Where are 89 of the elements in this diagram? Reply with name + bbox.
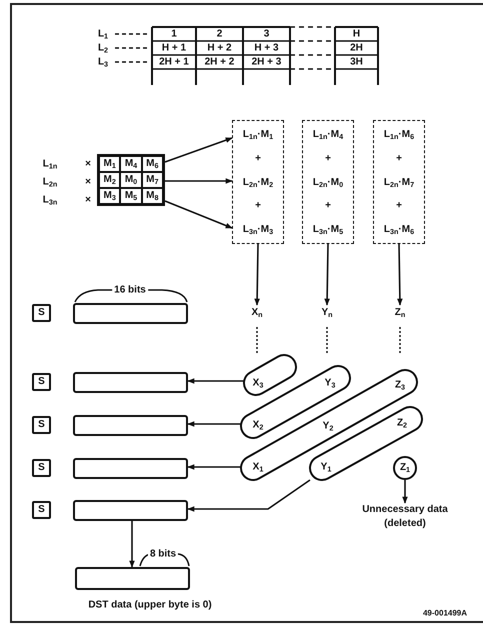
sign-box: S <box>32 501 51 519</box>
line-label: L$_{2}$ <box>98 42 108 54</box>
plus-sign: + <box>325 200 331 212</box>
data-label: X$_{1}$ <box>252 461 264 473</box>
output-label: X$_{n}$ <box>247 305 267 321</box>
register-box <box>73 500 188 521</box>
plus-sign: + <box>255 152 261 164</box>
table-value: H + 2 <box>207 42 232 54</box>
matrix-entry: M$_{3}$ <box>99 188 120 204</box>
table-value: H <box>352 28 360 40</box>
sign-box: S <box>32 459 51 477</box>
register-box <box>73 303 188 324</box>
data-label: Z$_{3}$ <box>394 379 406 391</box>
product-term: L$_{2n}$·M$_{2}$ <box>242 176 274 188</box>
arrow <box>187 378 244 384</box>
multiply-sign: × <box>85 194 91 206</box>
matrix-entry: M$_{4}$ <box>120 156 142 172</box>
sign-box: S <box>32 373 51 391</box>
data-label: X$_{2}$ <box>252 419 264 431</box>
plus-sign: + <box>255 200 261 212</box>
line-label: L$_{3n}$ <box>42 194 58 206</box>
figure-number: 49-001499A <box>422 608 468 618</box>
register-box <box>73 415 188 436</box>
arrow <box>129 521 135 568</box>
arrow <box>402 480 408 504</box>
arrow <box>187 421 241 427</box>
sign-box: S <box>32 416 51 434</box>
table-value: H + 3 <box>254 42 279 54</box>
line-label: L$_{3}$ <box>98 56 108 68</box>
register-box <box>73 372 188 393</box>
sign-box: S <box>32 304 51 322</box>
matrix-entry: M$_{5}$ <box>120 188 142 204</box>
product-term: L$_{3n}$·M$_{5}$ <box>312 224 344 235</box>
bit-width-label: 16 bits <box>112 284 148 296</box>
arrow <box>324 244 330 306</box>
data-label: Z$_{2}$ <box>396 417 408 429</box>
matrix-entry: M$_{7}$ <box>142 172 163 188</box>
product-term: L$_{2n}$·M$_{7}$ <box>384 176 414 188</box>
table-value: 1 <box>171 28 177 40</box>
product-term: L$_{1n}$·M$_{1}$ <box>242 129 274 140</box>
data-label: Y$_{1}$ <box>320 461 332 473</box>
register-box <box>73 458 188 479</box>
arrow <box>397 244 403 306</box>
sum-box <box>302 120 354 244</box>
multiply-sign: × <box>85 176 91 188</box>
data-label: X$_{3}$ <box>252 377 264 389</box>
arrow <box>165 178 233 184</box>
product-term: L$_{3n}$·M$_{3}$ <box>242 224 274 235</box>
table-value: 2 <box>216 28 222 40</box>
data-label: Y$_{3}$ <box>324 377 336 389</box>
data-label: Y$_{2}$ <box>322 420 334 432</box>
table-value: 2H + 3 <box>252 56 282 68</box>
table-value: 2H + 2 <box>204 56 234 68</box>
sum-box <box>232 120 284 244</box>
product-term: L$_{1n}$·M$_{4}$ <box>312 129 344 140</box>
arrow <box>164 200 233 229</box>
line-label: L$_{2n}$ <box>42 176 58 188</box>
line-label: L$_{1}$ <box>98 28 108 40</box>
plus-sign: + <box>396 200 402 212</box>
plus-sign: + <box>325 152 331 164</box>
table-value: 2H + 1 <box>159 56 189 68</box>
output-label: Z$_{n}$ <box>390 305 410 321</box>
caption-text: DST data (upper byte is 0) <box>88 599 212 611</box>
data-circle: Z$_{1}$ <box>393 456 417 480</box>
product-term: L$_{3n}$·M$_{6}$ <box>384 224 414 235</box>
matrix-entry: M$_{8}$ <box>142 188 163 204</box>
arrow <box>254 244 260 306</box>
matrix-entry: M$_{6}$ <box>142 156 163 172</box>
plus-sign: + <box>396 152 402 164</box>
arrow <box>164 137 233 163</box>
note-text: Unnecessary data (deleted) <box>345 503 465 531</box>
table-value: H + 1 <box>162 42 186 54</box>
multiply-sign: × <box>85 158 91 170</box>
matrix-entry: M$_{2}$ <box>99 172 120 188</box>
coefficient-matrix <box>97 154 165 206</box>
matrix-entry: M$_{1}$ <box>99 156 120 172</box>
bit-width-label: 8 bits <box>148 548 178 560</box>
matrix-entry: M$_{0}$ <box>120 172 142 188</box>
table-value: 2H <box>350 42 363 54</box>
product-term: L$_{1n}$·M$_{6}$ <box>384 129 414 140</box>
output-label: Y$_{n}$ <box>317 305 337 321</box>
register-box <box>75 567 190 590</box>
table-value: 3 <box>264 28 270 40</box>
sum-box <box>373 120 425 244</box>
product-term: L$_{2n}$·M$_{0}$ <box>312 176 344 188</box>
table-value: 3H <box>350 56 363 68</box>
line-label: L$_{1n}$ <box>42 158 58 170</box>
arrow <box>187 479 310 512</box>
arrow <box>187 464 241 470</box>
